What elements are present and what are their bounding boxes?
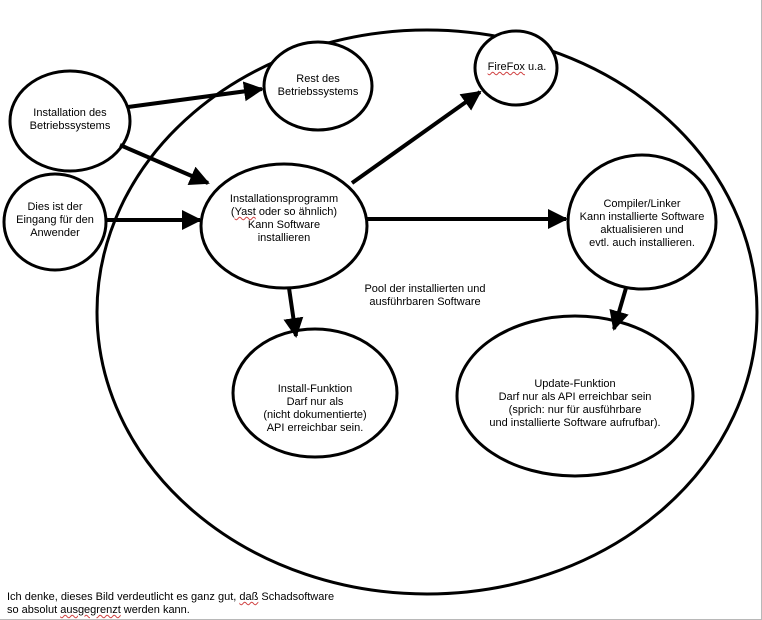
installer-line-3: Kann Software [247, 219, 321, 231]
footer-line-2: so absolut ausgegrenzt werden kann. [7, 604, 334, 617]
footer-line-1: Ich denke, dieses Bild verdeutlicht es g… [7, 591, 334, 604]
arrow-installer-to-install-function [283, 287, 304, 338]
installer-line-2: (Yast oder so ähnlich) [201, 206, 367, 219]
update-function-line-1: Update-Funktion [534, 378, 616, 390]
installation-os-label: Installation des Betriebssystems [10, 107, 130, 133]
compiler-line-1: Compiler/Linker [603, 198, 681, 210]
entrance-line-3: Anwender [30, 227, 80, 239]
installer-paren: ( [230, 206, 235, 218]
install-function-node [231, 327, 399, 459]
pool-ellipse [95, 28, 759, 596]
installer-line-4: installieren [257, 232, 311, 244]
pool-label: Pool der installierten und ausführbaren … [340, 283, 510, 309]
footer-text: Ich denke, dieses Bild verdeutlicht es g… [7, 591, 334, 617]
firefox-line: FireFox u.a. [476, 61, 558, 74]
footer-word-ausgegrenzt: ausgegrenzt [60, 604, 121, 616]
installer-yast-word: Yast [234, 206, 256, 218]
footer-line-1-a: Ich denke, dieses Bild verdeutlicht es g… [7, 591, 240, 603]
pool-line-1: Pool der installierten und [364, 283, 486, 295]
footer-line-1-b: Schadsoftware [258, 591, 335, 603]
compiler-line-2: Kann installierte Software [579, 211, 705, 223]
arrow-installation-to-installer [119, 143, 210, 186]
rest-os-node [262, 40, 374, 132]
compiler-line-4: evtl. auch installieren. [589, 237, 695, 249]
installation-os-line-1: Installation des [33, 107, 107, 119]
arrow-compiler-to-update-function [609, 287, 629, 331]
installer-label: Installationsprogramm (Yast oder so ähnl… [201, 193, 367, 245]
firefox-rest: u.a. [524, 61, 547, 73]
installation-os-line-2: Betriebssystems [29, 120, 111, 132]
entrance-line-2: Eingang für den [16, 214, 94, 226]
install-function-line-4: API erreichbar sein. [266, 422, 364, 434]
compiler-label: Compiler/Linker Kann installierte Softwa… [568, 198, 716, 250]
install-function-line-3: (nicht dokumentierte) [263, 409, 367, 421]
update-function-node [455, 314, 695, 478]
footer-line-2-a: so absolut [7, 604, 61, 616]
footer-line-2-b: werden kann. [120, 604, 190, 616]
compiler-line-3: aktualisieren und [600, 224, 684, 236]
pool-line-2: ausführbaren Software [369, 296, 481, 308]
update-function-label: Update-Funktion Darf nur als API erreich… [457, 378, 693, 430]
rest-os-line-2: Betriebssystems [277, 86, 359, 98]
install-function-label: Install-Funktion Darf nur als (nicht dok… [233, 383, 397, 435]
install-function-line-1: Install-Funktion [277, 383, 353, 395]
entrance-label: Dies ist der Eingang für den Anwender [4, 201, 106, 240]
install-function-line-2: Darf nur als [286, 396, 344, 408]
update-function-line-2: Darf nur als API erreichbar sein [498, 391, 652, 403]
installer-line-2-rest: oder so ähnlich) [255, 206, 338, 218]
installation-os-node [8, 69, 132, 173]
firefox-label: FireFox u.a. [476, 61, 558, 74]
entrance-line-1: Dies ist der [27, 201, 83, 213]
arrow-installer-to-firefox [350, 90, 482, 185]
rest-os-line-1: Rest des [296, 73, 340, 85]
firefox-word: FireFox [487, 61, 525, 73]
footer-word-dass: daß [239, 591, 259, 603]
installer-line-1: Installationsprogramm [229, 193, 339, 205]
update-function-line-4: und installierte Software aufrufbar). [489, 417, 661, 429]
compiler-node [566, 153, 718, 291]
firefox-node [473, 29, 559, 107]
arrow-installation-to-rest [127, 81, 264, 109]
update-function-line-3: (sprich: nur für ausführbare [508, 404, 642, 416]
rest-os-label: Rest des Betriebssystems [264, 73, 372, 99]
